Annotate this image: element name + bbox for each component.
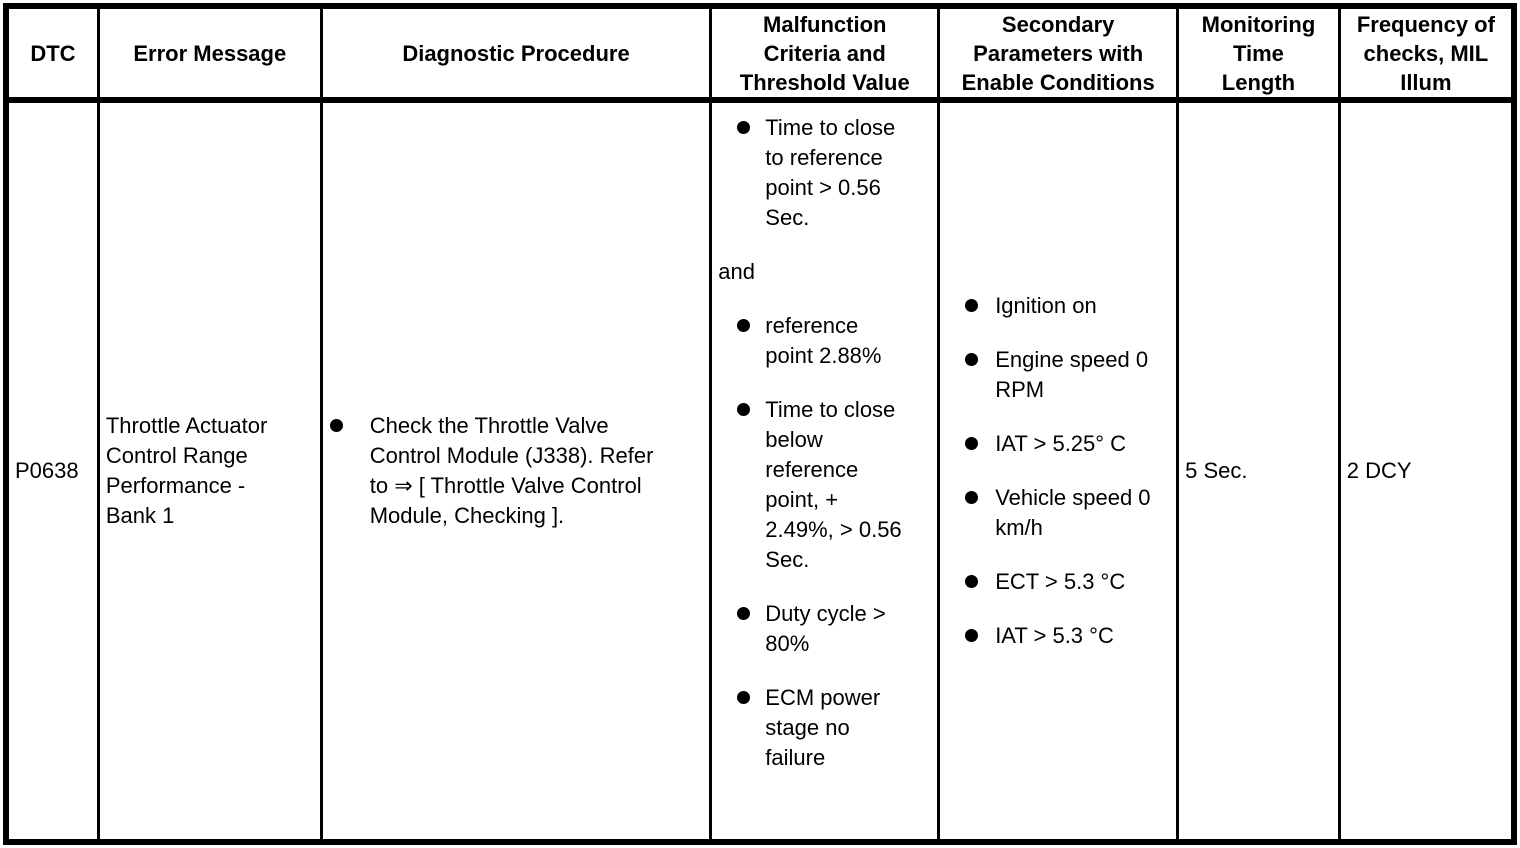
diagnostic-procedure-text: Check the Throttle Valve Control Module …: [369, 413, 654, 528]
column-header-diagnostic-procedure: Diagnostic Procedure: [319, 4, 713, 103]
secondary-parameters-cell: Ignition on Engine speed 0 RPM IAT > 5.2…: [937, 98, 1180, 844]
bullet-icon: [737, 121, 751, 134]
list-item: Engine speed 0 RPM: [942, 345, 1175, 405]
bullet-icon: [965, 437, 979, 450]
list-item: reference point 2.88%: [714, 311, 936, 371]
dtc-diagnostic-table: DTC Error Message Diagnostic Procedure M…: [3, 3, 1517, 845]
malfunction-criterion-text: reference point 2.88%: [765, 313, 882, 368]
bullet-icon: [965, 491, 979, 504]
bullet-icon: [965, 353, 979, 366]
list-item: Time to close to reference point > 0.56 …: [714, 113, 936, 233]
secondary-parameter-text: IAT > 5.3 °C: [995, 623, 1114, 648]
malfunction-criterion-text: Duty cycle > 80%: [765, 601, 886, 656]
bullet-icon: [965, 575, 979, 588]
secondary-parameter-text: Engine speed 0 RPM: [995, 347, 1149, 402]
bullet-icon: [329, 419, 343, 432]
table-header-row: DTC Error Message Diagnostic Procedure M…: [4, 4, 1516, 103]
malfunction-criterion-text: ECM power stage no failure: [765, 685, 881, 770]
column-header-error-message: Error Message: [96, 4, 323, 103]
malfunction-criterion-text: Time to close below reference point, + 2…: [765, 397, 902, 572]
table-row: P0638 Throttle Actuator Control Range Pe…: [4, 98, 1516, 844]
list-item: IAT > 5.3 °C: [942, 621, 1175, 651]
list-item: Vehicle speed 0 km/h: [942, 483, 1175, 543]
frequency-cell: 2 DCY: [1337, 98, 1516, 844]
list-item: ECM power stage no failure: [714, 683, 936, 773]
column-header-monitoring-time: Monitoring Time Length: [1176, 4, 1341, 103]
bullet-icon: [737, 403, 751, 416]
criteria-connector-and: and: [718, 259, 755, 284]
malfunction-criterion-text: Time to close to reference point > 0.56 …: [765, 115, 896, 230]
column-header-malfunction-criteria: Malfunction Criteria and Threshold Value: [709, 4, 941, 103]
list-item: Time to close below reference point, + 2…: [714, 395, 936, 575]
diagnostic-procedure-cell: Check the Throttle Valve Control Module …: [319, 98, 713, 844]
secondary-parameter-text: IAT > 5.25° C: [995, 431, 1127, 456]
list-item: IAT > 5.25° C: [942, 429, 1175, 459]
bullet-icon: [737, 319, 751, 332]
bullet-icon: [737, 607, 751, 620]
list-item: Ignition on: [942, 291, 1175, 321]
secondary-parameter-text: ECT > 5.3 °C: [995, 569, 1126, 594]
bullet-icon: [965, 299, 979, 312]
list-item: ECT > 5.3 °C: [942, 567, 1175, 597]
list-item: Check the Throttle Valve Control Module …: [324, 411, 708, 531]
column-header-dtc: DTC: [4, 4, 100, 103]
bullet-icon: [965, 629, 979, 642]
error-message-cell: Throttle Actuator Control Range Performa…: [96, 98, 323, 844]
monitoring-time-cell: 5 Sec.: [1176, 98, 1341, 844]
secondary-parameter-text: Ignition on: [995, 293, 1097, 318]
malfunction-criteria-cell: Time to close to reference point > 0.56 …: [709, 98, 941, 844]
column-header-secondary-parameters: Secondary Parameters with Enable Conditi…: [937, 4, 1180, 103]
bullet-icon: [737, 691, 751, 704]
secondary-parameter-text: Vehicle speed 0 km/h: [995, 485, 1151, 540]
dtc-code-cell: P0638: [4, 98, 100, 844]
list-item: Duty cycle > 80%: [714, 599, 936, 659]
column-header-frequency: Frequency of checks, MIL Illum: [1337, 4, 1516, 103]
